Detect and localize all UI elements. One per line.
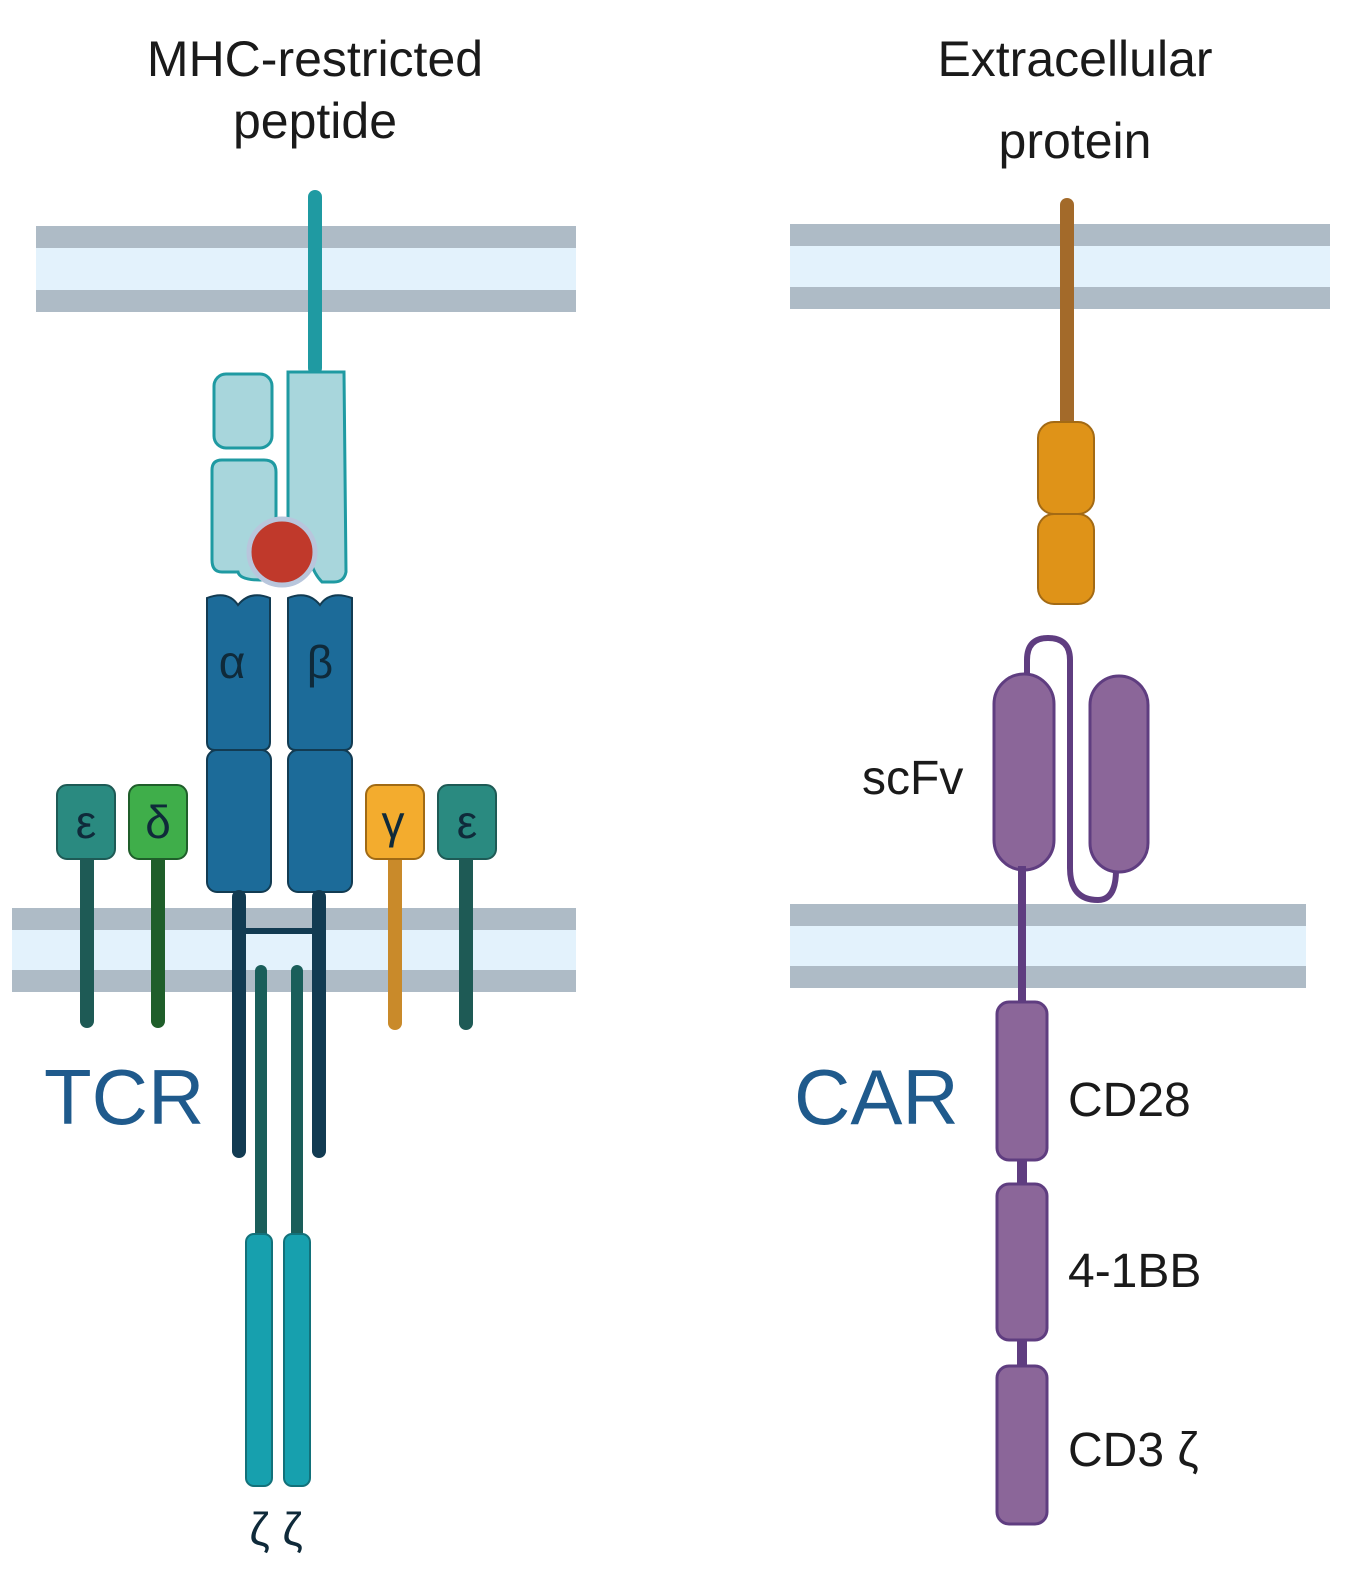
tcr-alpha-beta	[206, 594, 353, 893]
car-title-line2: protein	[999, 113, 1152, 169]
tcr-panel: MHC-restricted peptide α β	[12, 31, 576, 1555]
cd28-label: CD28	[1068, 1074, 1191, 1127]
tcr-label: TCR	[44, 1053, 204, 1141]
cd3-gamma	[365, 784, 425, 1030]
cd3-epsilon-right	[437, 784, 497, 1030]
car-title-line1: Extracellular	[937, 31, 1212, 87]
tcr-alpha-upper	[206, 594, 271, 751]
epsilon-right-label: ε	[457, 796, 478, 848]
cd3z-domain	[995, 1364, 1049, 1526]
scfv-label: scFv	[862, 752, 963, 805]
car-signaling-domains	[995, 1000, 1049, 1526]
car-panel: Extracellular protein scFv	[790, 31, 1330, 1526]
zeta-chains	[245, 965, 311, 1487]
cd3-epsilon-left	[56, 784, 116, 1028]
scfv-domains	[992, 672, 1150, 874]
antigen-stem	[1060, 198, 1074, 428]
gamma-label: γ	[382, 796, 405, 848]
delta-label: δ	[145, 796, 171, 848]
zeta-label: ζ ζ	[249, 1503, 302, 1555]
beta-label: β	[307, 636, 333, 688]
car-label: CAR	[794, 1053, 959, 1141]
bb41-label: 4-1BB	[1068, 1245, 1201, 1298]
cd28-domain	[995, 1000, 1049, 1162]
tcr-upper-membrane	[36, 226, 576, 312]
tcr-title-line1: MHC-restricted	[147, 31, 483, 87]
tcr-beta-upper	[287, 594, 353, 751]
tcr-alpha-lower	[206, 749, 272, 893]
car-lower-membrane	[790, 904, 1306, 988]
alpha-label: α	[219, 636, 246, 688]
cd3-delta	[128, 784, 188, 1028]
tcr-title-line2: peptide	[233, 93, 397, 149]
antigen-domains	[1037, 421, 1095, 605]
tcr-tails	[232, 890, 326, 1158]
epsilon-left-label: ε	[76, 796, 97, 848]
cd3z-label: CD3 ζ	[1068, 1424, 1199, 1477]
scfv-linker	[1024, 634, 1119, 904]
tcr-beta-lower	[287, 749, 353, 893]
car-transmembrane	[1018, 866, 1026, 1006]
peptide-dot	[246, 516, 318, 588]
bb41-domain	[995, 1182, 1049, 1342]
mhc-stem	[308, 190, 322, 375]
